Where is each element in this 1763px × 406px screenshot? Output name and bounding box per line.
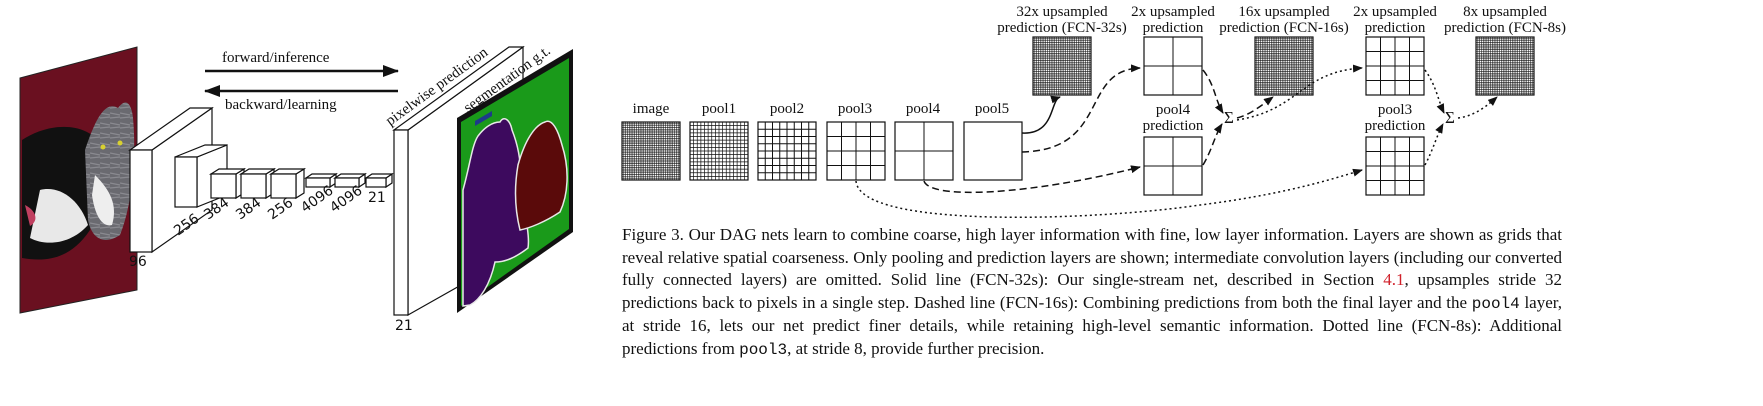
edge-2x-b-to-sum [1424, 69, 1445, 114]
segmentation-gt [457, 49, 573, 313]
conv-block-4096-b [333, 172, 367, 189]
grid-pool2 [757, 121, 817, 181]
label-fcn8s-line1: 8x upsampled [1463, 4, 1547, 20]
label-pool4-pred-line2: prediction [1143, 118, 1204, 134]
label-fcn8s-line2: prediction (FCN-8s) [1444, 20, 1566, 36]
edge-sum-to-fcn16s [1236, 96, 1274, 119]
channel-label-4096-b: 4096 [327, 183, 365, 217]
label-pool3-pred-line1: pool3 [1378, 102, 1412, 118]
layer-label-image: image [633, 101, 670, 117]
label-pool3-pred-line2: prediction [1365, 118, 1426, 134]
channel-label-384-b: 384 [233, 195, 264, 223]
label-fcn16s: 16x upsampled prediction (FCN-16s) [1219, 4, 1349, 36]
layer-label-pool5: pool5 [975, 101, 1009, 117]
conv-block-4096-a [304, 172, 338, 189]
layer-label-pool2: pool2 [770, 101, 804, 117]
conv-block-21 [364, 172, 394, 189]
edge-sum-to-fcn8s [1457, 96, 1498, 119]
edge-pool3-to-pool3pred [855, 168, 1363, 219]
grid-fcn16s [1254, 36, 1314, 96]
forward-label: forward/inference [222, 50, 330, 66]
sum-symbol-8s: Σ [1445, 108, 1455, 127]
label-2x-b-line2: prediction [1365, 20, 1426, 36]
grid-pool3-prediction [1365, 136, 1425, 196]
grid-2x-upsampled-a [1143, 36, 1203, 96]
label-2x-b-line1: 2x upsampled [1353, 4, 1437, 20]
caption-code-pool3: pool3 [739, 340, 788, 359]
grid-pool1 [689, 121, 749, 181]
label-fcn16s-line1: 16x upsampled [1238, 4, 1330, 20]
label-fcn32s-line2: prediction (FCN-32s) [997, 20, 1127, 36]
channel-label-256-b: 256 [265, 195, 296, 223]
layer-label-pool1: pool1 [702, 101, 736, 117]
sum-symbol-16s: Σ [1224, 108, 1234, 127]
grid-pool5 [963, 121, 1023, 181]
label-2x-a-line2: prediction [1143, 20, 1204, 36]
label-pool4-prediction: pool4 prediction [1143, 102, 1204, 134]
edge-pool5-to-fcn32s [1021, 95, 1061, 134]
label-pool4-pred-line1: pool4 [1156, 102, 1191, 118]
label-fcn8s: 8x upsampled prediction (FCN-8s) [1444, 4, 1566, 36]
label-fcn32s-line1: 32x upsampled [1016, 4, 1108, 20]
grid-pool4 [894, 121, 954, 181]
edge-pool4pred-to-sum [1202, 123, 1223, 166]
edge-2x-a-to-sum [1202, 69, 1224, 114]
output-channels-label: 21 [395, 318, 413, 334]
conv-block-384-b [238, 167, 277, 200]
edge-pool4-to-pool4pred [923, 165, 1141, 194]
label-fcn32s: 32x upsampled prediction (FCN-32s) [997, 4, 1127, 36]
caption-prefix: Figure 3. Our DAG nets learn to combine … [622, 225, 1562, 289]
grid-pool4-prediction [1143, 136, 1203, 196]
label-pool3-prediction: pool3 prediction [1365, 102, 1426, 134]
caption-mid2: layer, at stride 16, lets our net predic… [622, 292, 1562, 358]
grid-fcn32s [1032, 36, 1092, 96]
layer-label-pool3: pool3 [838, 101, 872, 117]
channel-label-96: 96 [129, 254, 147, 270]
label-2x-a-line1: 2x upsampled [1131, 4, 1215, 20]
caption-code-pool4: pool4 [1471, 294, 1520, 313]
label-fcn16s-line2: prediction (FCN-16s) [1219, 20, 1349, 36]
grid-pool3 [826, 121, 886, 181]
conv-block-256-b [268, 167, 307, 200]
conv-block-384-a [208, 167, 247, 200]
grid-fcn8s [1475, 36, 1535, 96]
figure-caption: Figure 3. Our DAG nets learn to combine … [622, 224, 1562, 361]
label-2x-upsampled-b: 2x upsampled prediction [1353, 4, 1437, 36]
label-2x-upsampled-a: 2x upsampled prediction [1131, 4, 1215, 36]
grid-2x-upsampled-b [1365, 36, 1425, 96]
edge-pool5-to-2x-a [1021, 64, 1141, 153]
caption-mid1: , upsamples stride 32 predictions back t… [622, 270, 1562, 312]
input-photo [19, 46, 138, 314]
caption-section-ref[interactable]: 4.1 [1383, 270, 1405, 289]
edge-pool3pred-to-sum [1424, 123, 1444, 166]
channel-label-21: 21 [368, 190, 386, 206]
caption-suffix: , at stride 8, provide further precision… [787, 338, 1045, 358]
layer-label-pool4: pool4 [906, 101, 941, 117]
grid-image [621, 121, 681, 181]
backward-label: backward/learning [225, 97, 337, 113]
